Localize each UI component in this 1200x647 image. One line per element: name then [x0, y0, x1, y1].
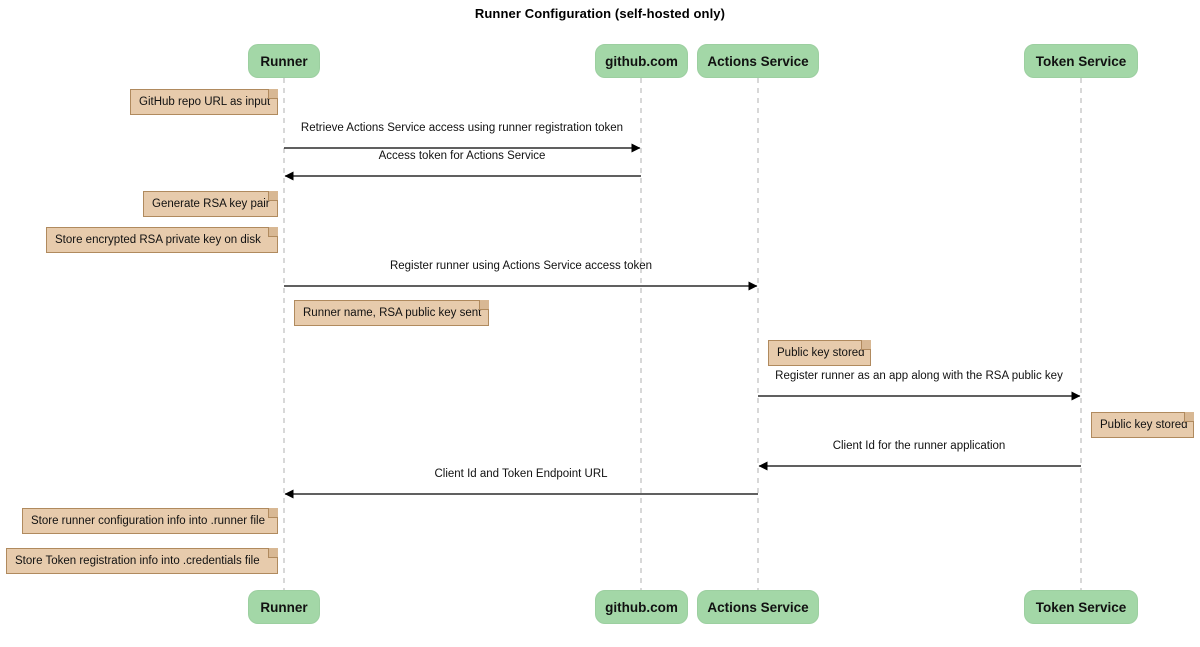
note-label: Store runner configuration info into .ru…	[31, 515, 265, 527]
message-label-m6: Client Id and Token Endpoint URL	[434, 468, 608, 480]
participant-label: Actions Service	[707, 53, 809, 69]
message-label-m5: Client Id for the runner application	[832, 440, 1006, 452]
note-fold-corner-icon	[1184, 412, 1194, 422]
note-fold-corner-icon	[479, 300, 489, 310]
note-label: Store encrypted RSA private key on disk	[55, 234, 261, 246]
participant-label: Actions Service	[707, 599, 809, 615]
note-n2: Generate RSA key pair	[143, 191, 278, 217]
note-n5: Public key stored	[768, 340, 871, 366]
participant-token-top[interactable]: Token Service	[1024, 44, 1138, 78]
note-label: Generate RSA key pair	[152, 198, 270, 210]
participant-token-bottom[interactable]: Token Service	[1024, 590, 1138, 624]
note-label: Store Token registration info into .cred…	[15, 555, 260, 567]
participant-github-bottom[interactable]: github.com	[595, 590, 688, 624]
note-n7: Store runner configuration info into .ru…	[22, 508, 278, 534]
message-arrows-layer	[284, 143, 1081, 499]
participant-runner-top[interactable]: Runner	[248, 44, 320, 78]
participant-runner-bottom[interactable]: Runner	[248, 590, 320, 624]
note-fold-corner-icon	[268, 227, 278, 237]
note-fold-corner-icon	[268, 89, 278, 99]
message-label-m1: Retrieve Actions Service access using ru…	[300, 122, 624, 134]
note-n1: GitHub repo URL as input	[130, 89, 278, 115]
message-label-m2: Access token for Actions Service	[378, 150, 546, 162]
participant-actions-top[interactable]: Actions Service	[697, 44, 819, 78]
participant-actions-bottom[interactable]: Actions Service	[697, 590, 819, 624]
participant-label: Token Service	[1035, 599, 1127, 615]
participant-label: github.com	[605, 53, 678, 69]
note-fold-corner-icon	[861, 340, 871, 350]
participant-label: Runner	[260, 53, 308, 69]
note-label: Runner name, RSA public key sent	[303, 307, 482, 319]
note-fold-corner-icon	[268, 508, 278, 518]
note-fold-corner-icon	[268, 191, 278, 201]
note-fold-corner-icon	[268, 548, 278, 558]
participant-github-top[interactable]: github.com	[595, 44, 688, 78]
participant-label: github.com	[605, 599, 678, 615]
note-label: Public key stored	[1100, 419, 1188, 431]
note-label: GitHub repo URL as input	[139, 96, 271, 108]
note-label: Public key stored	[777, 347, 865, 359]
participant-label: Token Service	[1035, 53, 1127, 69]
participant-label: Runner	[260, 599, 308, 615]
page-title: Runner Configuration (self-hosted only)	[474, 6, 726, 21]
note-n6: Public key stored	[1091, 412, 1194, 438]
note-n3: Store encrypted RSA private key on disk	[46, 227, 278, 253]
note-n8: Store Token registration info into .cred…	[6, 548, 278, 574]
note-n4: Runner name, RSA public key sent	[294, 300, 489, 326]
message-label-m4: Register runner as an app along with the…	[775, 370, 1063, 382]
message-label-m3: Register runner using Actions Service ac…	[389, 260, 653, 272]
